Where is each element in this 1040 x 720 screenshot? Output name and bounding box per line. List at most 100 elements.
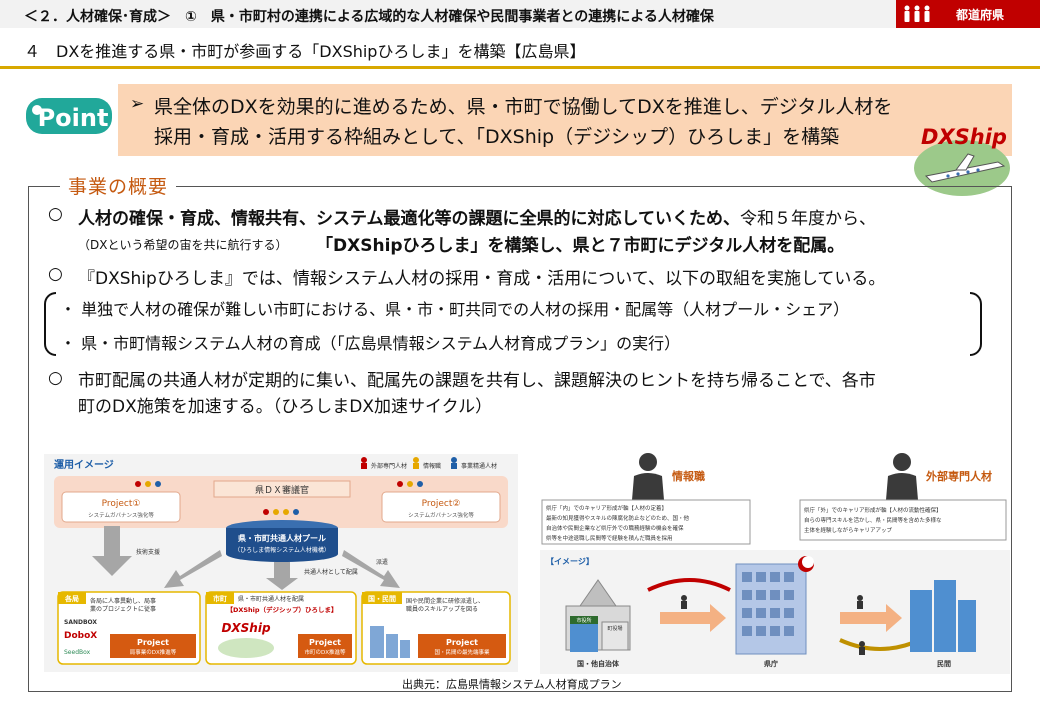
- career-image-graphic: 【イメージ】 市役所 町役場 国・他自治体: [546, 556, 976, 668]
- right-arrow-icon: [840, 604, 902, 632]
- right-brace: [970, 292, 982, 356]
- item1-text: 人材の確保・育成、情報共有、システム最適化等の課題に全県的に対応していくため、令…: [78, 204, 876, 229]
- sub-item-2: ・ 県・市町情報システム人材の育成（「広島県情報システム人材育成プラン」の実行）: [60, 330, 680, 354]
- sub-item-1: ・ 単独で人材の確保が難しい市町における、県・市・町共同での人材の採用・配属等（…: [60, 296, 849, 320]
- city-office-label: 市役所: [576, 617, 591, 624]
- person-silhouette-icon: [632, 453, 664, 500]
- legend: 外部専門人材 情報職 事業精通人材: [361, 457, 497, 470]
- info-note: 最新の知見獲得やスキルの陳腐化防止などのため、国・他: [546, 514, 690, 522]
- sub-bullet: ・: [60, 334, 77, 353]
- sub-bullet: ・: [60, 300, 77, 319]
- project2-sub: システムガバナンス強化等: [408, 511, 474, 519]
- external-role-label: 外部専門人材: [925, 469, 992, 483]
- box-city-project-sub: 市町のDX推進等: [304, 648, 346, 656]
- external-note: 自らの専門スキルを活かし、県・民間等を含めた多様な: [804, 516, 942, 524]
- government-building-icon: 市役所 町役場: [565, 579, 631, 652]
- box-city-name: 【DXShip（デジシップ）ひろしま】: [226, 605, 337, 614]
- external-note: 主体を経験しながらキャリアアップ: [804, 526, 893, 534]
- shared-placement-label: 共通人材として配属: [304, 568, 358, 576]
- point-logo: Point: [26, 98, 112, 134]
- sub-item-2-text: 県・市町情報システム人材の育成（「広島県情報システム人材育成プラン」の実行）: [81, 334, 681, 353]
- pool-sub: （ひろしま情報システム人材機構）: [234, 546, 330, 554]
- project2-label: Project②: [422, 499, 461, 509]
- item1-small-note: （DXという希望の宙を共に航行する）: [78, 238, 288, 252]
- town-office-label: 町役場: [607, 625, 622, 632]
- point-line-2: 採用・育成・活用する枠組みとして、「DXShip（デジシップ）ひろしま」を構築: [154, 126, 840, 148]
- roles-panel: 情報職 外部専門人材 県庁「内」でのキャリア形成が軸【人材の定着】 最新の知見獲…: [540, 450, 1010, 546]
- title-divider: [0, 66, 1040, 69]
- point-logo-text: Point: [38, 104, 109, 132]
- loop-arrow-icon: [839, 638, 921, 651]
- bullet-circle-icon: ○: [48, 264, 63, 284]
- operation-diagram: 運用イメージ 外部専門人材 情報職 事業精通人材 県ＤＸ審議官 Project①…: [44, 454, 518, 672]
- pool-title: 県・市町共通人材プール: [238, 533, 326, 543]
- project1-label: Project①: [102, 499, 141, 509]
- page-title: ４ DXを推進する県・市町が参画する「DXShipひろしま」を構築【広島県】: [24, 42, 586, 61]
- box-gov-project-sub: 国・民間の最先端事業: [434, 648, 490, 656]
- item1-bold: 人材の確保・育成、情報共有、システム最適化等の課題に全県的に対応していくため、: [78, 209, 740, 229]
- box-gov-text-2: 職員のスキルアップを図る: [406, 605, 478, 613]
- box-city-project: Project: [309, 638, 341, 647]
- box-gov-label: 国・民間: [368, 594, 396, 603]
- overview-title: 事業の概要: [60, 172, 177, 199]
- building-icon: [370, 626, 410, 658]
- dobox-label: DoboX: [64, 631, 97, 641]
- legend-item: 外部専門人材: [371, 462, 407, 470]
- dxship-logo-text: DXShip: [921, 125, 1007, 149]
- arrow-bullet-icon: ➢: [130, 94, 145, 114]
- bullet-circle-icon: ○: [48, 204, 63, 224]
- pref-label: 県庁: [764, 659, 778, 668]
- item3-line-1: 市町配属の共通人材が定期的に集い、配属先の課題を共有し、課題解決のヒントを持ち帰…: [78, 371, 876, 391]
- item3-line-2: 町のDX施策を加速する。（ひろしまDX加速サイクル）: [78, 397, 493, 417]
- diagram-title: 運用イメージ: [54, 459, 114, 471]
- down-arrow-icon: [92, 526, 132, 576]
- point-box: ➢ 県全体のDXを効果的に進めるため、県・市町で協働してDXを推進し、デジタル人…: [118, 84, 1012, 156]
- category-badge: 都道府県: [896, 0, 1040, 28]
- legend-item: 事業精通人材: [461, 462, 497, 470]
- loop-arrow-icon: [647, 578, 731, 592]
- operation-diagram-graphic: 運用イメージ 外部専門人材 情報職 事業精通人材 県ＤＸ審議官 Project①…: [54, 457, 511, 665]
- info-role-label: 情報職: [672, 469, 705, 483]
- legend-item: 情報職: [423, 462, 441, 470]
- item2-text: 『DXShipひろしま』では、情報システム人材の採用・育成・活用について、以下の…: [78, 269, 886, 289]
- box-dept-label: 各局: [64, 594, 79, 603]
- gov-label: 国・他自治体: [577, 659, 620, 668]
- person-icon: [681, 595, 865, 655]
- box-dept-project-sub: 局事業のDX推進等: [130, 648, 177, 656]
- box-city-text: 県・市町共通人材を配属: [238, 595, 304, 603]
- right-arrow-icon: [660, 604, 726, 632]
- overview-frame: [28, 186, 1012, 692]
- box-dept-project: Project: [137, 638, 169, 647]
- item1-normal: 令和５年度から、: [739, 209, 876, 229]
- council-label: 県ＤＸ審議官: [255, 484, 309, 496]
- dispatch-label: 派遣: [376, 558, 388, 566]
- down-arrow-icon: [266, 562, 298, 590]
- private-building-icon: [910, 580, 976, 652]
- box-dept-text-1: 各局に人事異動し、局事: [90, 597, 156, 605]
- external-note: 県庁「外」でのキャリア形成が軸【人材の流動性確保】: [804, 506, 942, 514]
- diagonal-arrow-icon: [342, 550, 400, 588]
- info-note: 自治体や民間企業など県庁外での職務経験の機会を確保: [546, 524, 684, 532]
- person-silhouette-icon: [886, 453, 918, 500]
- image-label: 【イメージ】: [546, 556, 594, 566]
- info-note: 県等を中途退職し民間等で経験を積んだ職員を採用: [546, 534, 673, 542]
- item1-bold-line2: 「DXShipひろしま」を構築し、県と７市町にデジタル人材を配属。: [316, 236, 845, 256]
- left-brace: [44, 292, 56, 356]
- source-note: 出典元：広島県情報システム人材育成プラン: [402, 678, 622, 691]
- career-image-panel: 【イメージ】 市役所 町役場 国・他自治体: [540, 550, 1010, 674]
- bullet-circle-icon: ○: [48, 368, 63, 388]
- roles-graphic: 情報職 外部専門人材 県庁「内」でのキャリア形成が軸【人材の定着】 最新の知見獲…: [541, 453, 1007, 545]
- box-gov-project: Project: [446, 638, 478, 647]
- point-line-1: 県全体のDXを効果的に進めるため、県・市町で協働してDXを推進し、デジタル人材を: [154, 96, 893, 118]
- seedbox-label: SeedBox: [64, 649, 91, 656]
- prefecture-building-icon: [735, 556, 814, 655]
- private-label: 民間: [937, 659, 951, 668]
- people-row-icon: [135, 481, 423, 515]
- sandbox-label: SANDBOX: [64, 619, 97, 626]
- dxship-logo: DXShip: [914, 125, 1010, 196]
- people-icon: [904, 5, 930, 22]
- badge-label: 都道府県: [956, 8, 1005, 22]
- project1-sub: システムガバナンス強化等: [88, 511, 154, 519]
- box-city-logo-text: DXShip: [221, 621, 271, 635]
- header-bar: ＜２．人材確保･育成＞ ① 県・市町村の連携による広域的な人材確保や民間事業者と…: [0, 0, 1040, 28]
